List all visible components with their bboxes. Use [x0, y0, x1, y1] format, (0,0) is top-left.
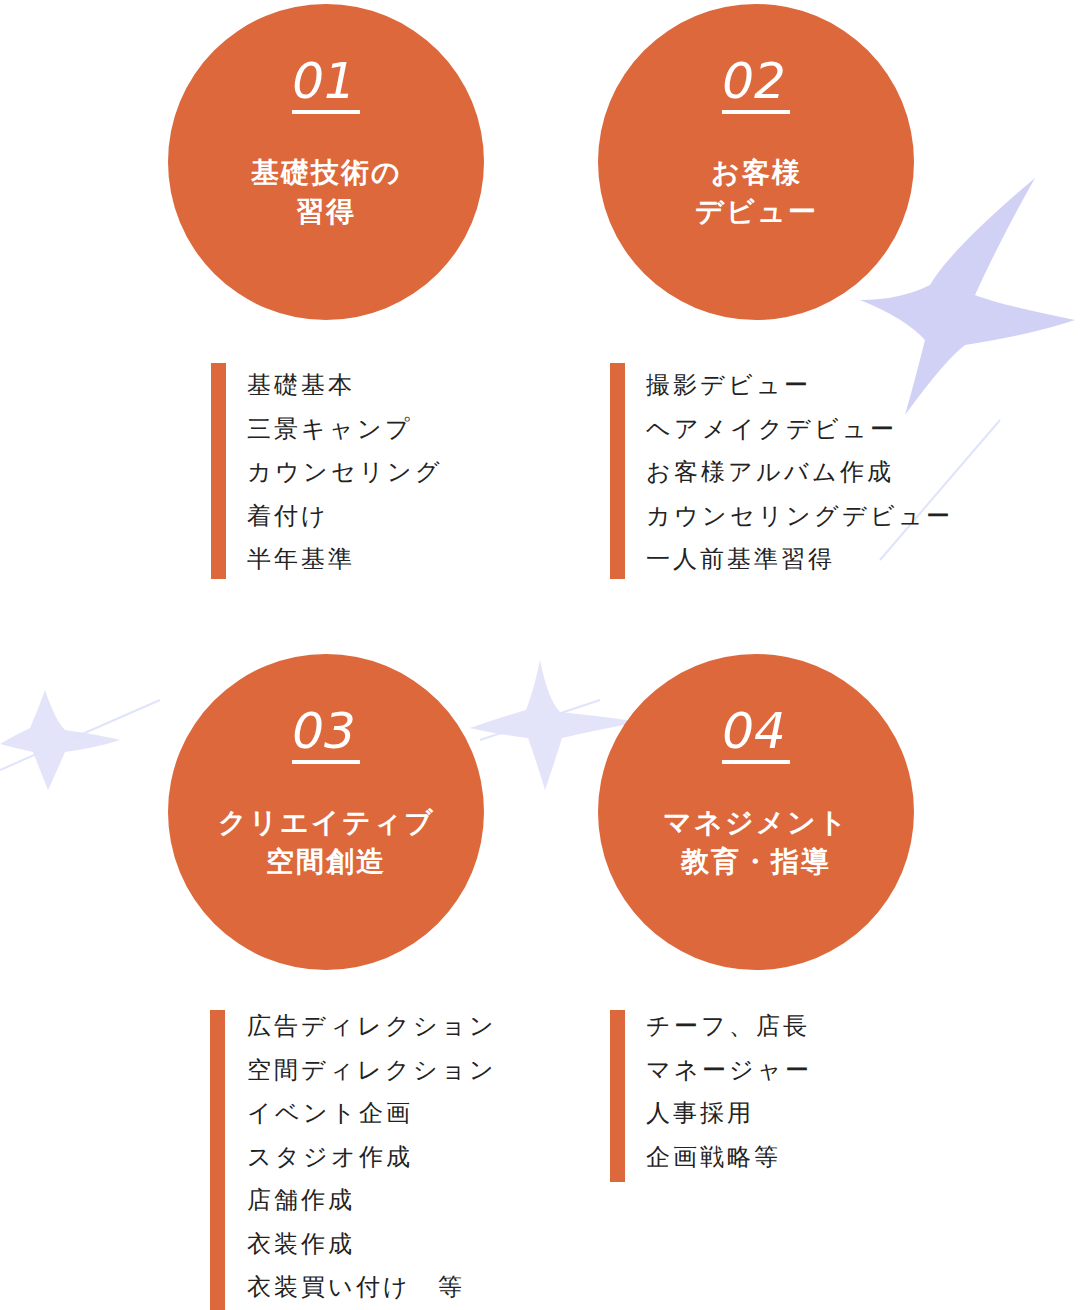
list-item: 広告ディレクション	[247, 1011, 497, 1041]
step-circle: 04 マネジメント 教育・指導	[598, 654, 914, 970]
list-item: 企画戦略等	[646, 1142, 781, 1172]
circle-fill	[598, 654, 914, 970]
step-number: 02	[722, 56, 790, 114]
step-number-box: 01	[168, 56, 484, 114]
list-item: 半年基準	[247, 544, 355, 574]
list-item: 衣装買い付け 等	[247, 1272, 465, 1302]
list-item: マネージャー	[646, 1055, 812, 1085]
list-item: イベント企画	[247, 1098, 413, 1128]
list-item: 基礎基本	[247, 370, 355, 400]
list-bar	[610, 1010, 625, 1182]
step-circle: 03 クリエイティブ 空間創造	[168, 654, 484, 970]
step-title: 基礎技術の 習得	[251, 154, 402, 231]
step-circle: 01 基礎技術の 習得	[168, 4, 484, 320]
list-bar	[211, 363, 226, 579]
step-number-box: 04	[598, 706, 914, 764]
list-item: 衣装作成	[247, 1229, 355, 1259]
list-item: カウンセリングデビュー	[646, 501, 953, 531]
step-number: 01	[292, 56, 360, 114]
list-item: 撮影デビュー	[646, 370, 811, 400]
step-circle: 02 お客様 デビュー	[598, 4, 914, 320]
circle-fill	[168, 654, 484, 970]
list-item: 一人前基準習得	[646, 544, 835, 574]
list-item: 店舗作成	[247, 1185, 355, 1215]
step-number: 03	[292, 706, 360, 764]
list-bar	[210, 363, 625, 1310]
list-item: チーフ、店長	[646, 1011, 810, 1041]
list-item: 空間ディレクション	[247, 1055, 497, 1085]
list-item: カウンセリング	[247, 457, 443, 487]
step-title: マネジメント 教育・指導	[663, 804, 849, 881]
step-title: お客様 デビュー	[695, 154, 818, 231]
list-bar	[610, 363, 625, 579]
step-number-box: 03	[168, 706, 484, 764]
list-item: 三景キャンプ	[247, 414, 413, 444]
circle-fill	[168, 4, 484, 320]
list-item: 着付け	[247, 501, 329, 531]
step-number-box: 02	[598, 56, 914, 114]
list-item: ヘアメイクデビュー	[646, 414, 897, 444]
list-item: 人事採用	[646, 1098, 754, 1128]
circle-fill	[598, 4, 914, 320]
step-number: 04	[722, 706, 790, 764]
step-title: クリエイティブ 空間創造	[218, 804, 435, 881]
list-item: スタジオ作成	[247, 1142, 413, 1172]
list-bar	[210, 1010, 225, 1310]
list-item: お客様アルバム作成	[646, 457, 894, 487]
